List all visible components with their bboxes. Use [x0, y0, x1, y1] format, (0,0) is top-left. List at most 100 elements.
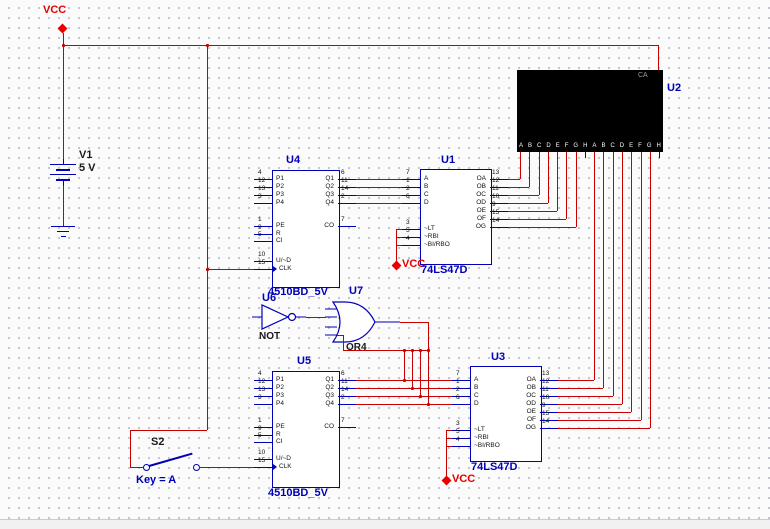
- pin-name: PE: [276, 222, 285, 229]
- pin-name: Q1: [325, 175, 334, 182]
- wire: [396, 245, 402, 246]
- pin-name: OB: [476, 183, 486, 190]
- display-corner-label: CA: [638, 72, 648, 79]
- ground-symbol: [61, 236, 66, 237]
- pin-number: 3: [258, 394, 262, 401]
- battery-short-plate[interactable]: [56, 179, 70, 181]
- pin-number: 4: [258, 370, 262, 377]
- pin-number: 2: [456, 386, 460, 393]
- pin-number: 5: [258, 432, 262, 439]
- wire: [63, 33, 64, 159]
- pin-number: 14: [542, 418, 550, 425]
- battery-short-plate[interactable]: [56, 169, 70, 171]
- u1-part-label: 74LS47D: [421, 264, 468, 276]
- vcc-label: VCC: [402, 258, 426, 270]
- wire: [548, 152, 549, 203]
- pin-stub: [254, 234, 272, 235]
- pin-name: OA: [476, 175, 486, 182]
- pin-name: Q3: [325, 191, 334, 198]
- battery-long-plate[interactable]: [50, 174, 76, 175]
- pin-number: 2: [341, 193, 345, 200]
- junction-dot: [206, 44, 209, 47]
- pin-number: 3: [406, 219, 410, 226]
- pin-stub: [338, 187, 356, 188]
- wire: [508, 187, 529, 188]
- ground-symbol[interactable]: [51, 226, 75, 227]
- pin-number: 6: [456, 394, 460, 401]
- wire: [508, 219, 566, 220]
- pin-letter: F: [564, 143, 569, 149]
- decoder-u1[interactable]: [420, 169, 492, 265]
- pin-stub: [452, 388, 470, 389]
- pin-stub: [490, 187, 508, 188]
- pin-stub: [254, 269, 272, 270]
- pin-stub: [254, 226, 272, 227]
- pin-name: ~BI/RBO: [424, 241, 450, 248]
- wire: [446, 430, 447, 478]
- pin-number: 14: [341, 185, 349, 192]
- pin-name: U/~D: [276, 257, 291, 264]
- pin-name: Q4: [325, 400, 334, 407]
- horizontal-scrollbar[interactable]: [0, 519, 770, 529]
- pin-name: B: [474, 384, 479, 391]
- switch-terminal[interactable]: [143, 464, 150, 471]
- pin-stub: [490, 219, 508, 220]
- wire: [63, 186, 64, 226]
- pin-stub: [490, 195, 508, 196]
- vcc-symbol[interactable]: [57, 23, 68, 34]
- vcc-symbol[interactable]: [441, 475, 452, 486]
- not-gate[interactable]: [250, 302, 308, 332]
- pin-name: B: [424, 183, 429, 190]
- wire: [356, 404, 452, 405]
- pin-number: 1: [258, 417, 262, 424]
- pin-number: 15: [492, 209, 500, 216]
- battery-value: 5 V: [79, 162, 96, 174]
- pin-stub: [402, 195, 420, 196]
- wire: [356, 179, 402, 180]
- pin-stub: [254, 427, 272, 428]
- wire: [356, 187, 402, 188]
- u5-refdes: U5: [297, 355, 312, 367]
- switch-blade[interactable]: [148, 452, 193, 467]
- pin-number: 15: [258, 457, 266, 464]
- decoder-u3[interactable]: [470, 366, 542, 462]
- pin-number: 11: [542, 386, 549, 393]
- wire: [566, 152, 567, 219]
- counter-u5[interactable]: [272, 371, 340, 488]
- or-type-label: OR4: [346, 342, 367, 353]
- or-refdes: U7: [349, 285, 364, 297]
- wire: [343, 350, 428, 351]
- wire: [641, 152, 642, 420]
- pin-number: 15: [542, 410, 550, 417]
- wire: [130, 467, 143, 468]
- pin-stub: [338, 404, 356, 405]
- wire: [199, 467, 254, 468]
- vcc-symbol[interactable]: [391, 260, 402, 271]
- pin-stub: [254, 187, 272, 188]
- pin-number: 12: [492, 177, 500, 184]
- pin-stub: [254, 241, 272, 242]
- pin-stub: [490, 179, 508, 180]
- not-refdes: U6: [262, 292, 277, 304]
- wire: [420, 350, 421, 396]
- counter-u4[interactable]: [272, 170, 340, 288]
- pin-stub: [338, 203, 356, 204]
- pin-name: P2: [276, 384, 284, 391]
- pin-name: OB: [526, 384, 536, 391]
- battery-long-plate[interactable]: [50, 164, 76, 165]
- wire: [356, 203, 402, 204]
- pin-stub: [490, 227, 508, 228]
- pin-stub: [402, 187, 420, 188]
- pin-name: R: [276, 431, 281, 438]
- seven-segment-display[interactable]: [517, 70, 663, 152]
- pin-name: Q3: [325, 392, 334, 399]
- ground-symbol: [57, 231, 69, 232]
- switch-key-label: Key = A: [136, 474, 177, 486]
- pin-number: 12: [258, 378, 266, 385]
- wire: [520, 152, 521, 179]
- wire: [306, 317, 326, 318]
- display-refdes: U2: [667, 82, 682, 94]
- or4-gate[interactable]: [321, 298, 401, 346]
- pin-number: 13: [542, 370, 550, 377]
